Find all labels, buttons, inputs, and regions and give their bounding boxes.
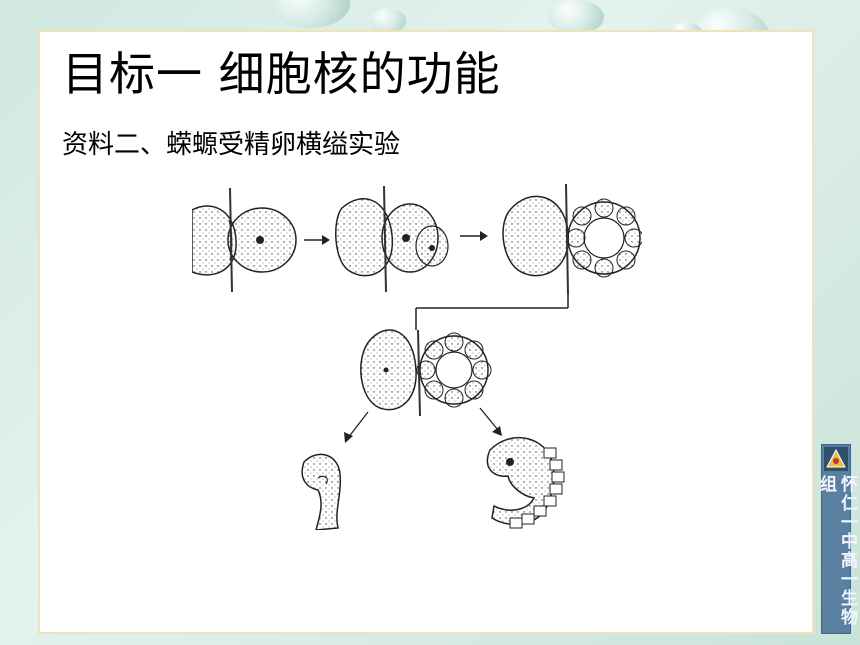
arrow-icon <box>460 231 488 241</box>
decor-bubble <box>548 0 604 34</box>
arrow-icon <box>344 411 369 443</box>
egg-stage-4 <box>360 329 492 417</box>
slide-panel: 目标一 细胞核的功能 资料二、蝾螈受精卵横缢实验 <box>38 30 814 634</box>
school-logo-icon <box>824 447 848 471</box>
decor-bubble <box>370 8 406 34</box>
experiment-diagram <box>192 183 642 530</box>
embryo-right <box>486 436 565 529</box>
egg-stage-2 <box>335 185 449 293</box>
arrow-icon <box>304 235 330 245</box>
egg-stage-1 <box>192 187 297 293</box>
school-badge-text: 怀仁一中高一生物组 <box>816 475 857 627</box>
embryo-left <box>301 453 342 530</box>
slide-subtitle: 资料二、蝾螈受精卵横缢实验 <box>62 130 401 160</box>
arrow-icon <box>479 407 502 436</box>
decor-bubble <box>270 0 350 28</box>
school-badge: 怀仁一中高一生物组 <box>816 444 857 634</box>
connector-line <box>415 294 569 330</box>
slide-title: 目标一 细胞核的功能 <box>62 47 501 101</box>
egg-stage-3 <box>502 183 642 295</box>
